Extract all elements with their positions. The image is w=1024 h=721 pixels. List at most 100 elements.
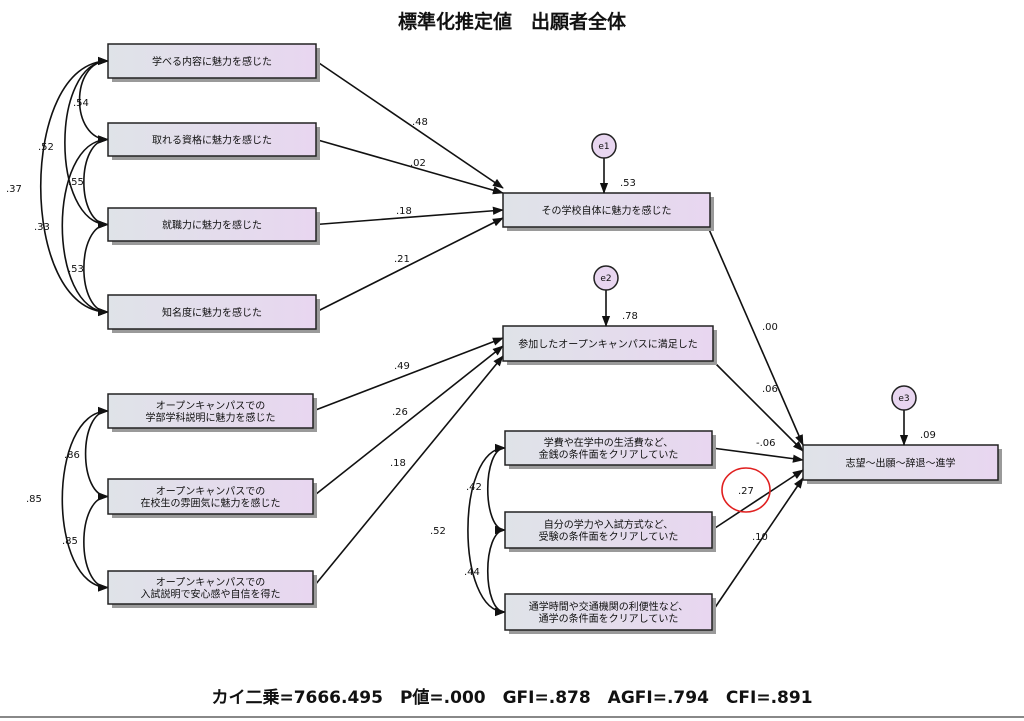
path-x3-m1: .18 [315,206,504,226]
path-x2-m1: .02 [315,138,504,195]
variable-box [107,207,317,242]
variable-label: 取れる資格に魅力を感じた [152,134,272,147]
path-coefficient: .06 [762,384,778,395]
variable-m1: その学校自体に魅力を感じた [502,192,714,231]
highlight-circle [721,467,771,513]
variable-label: 金銭の条件面をクリアしていた [539,448,679,461]
path-x7-m2: .18 [312,355,504,589]
variable-label: 学部学科説明に魅力を感じた [146,411,276,424]
variable-label: 学べる内容に魅力を感じた [152,55,272,68]
r-squared-label: .09 [920,430,936,441]
path-coefficient: .26 [392,407,408,418]
correlation-coefficient: .54 [73,98,89,109]
path-arrow [315,138,504,195]
correlation-coefficient: .42 [466,482,482,493]
error-circle [891,385,917,411]
path-coefficient: .18 [390,458,406,469]
variable-box [504,593,713,631]
variable-label: 入試説明で安心感や自信を得た [141,588,281,601]
path-arrow [315,206,504,226]
correlation-x3-x4: .53 [68,220,109,317]
path-arrow [312,355,504,589]
variable-y: 志望～出願～辞退～進学 [802,444,1002,484]
path-c1-y: -.06 [711,438,804,463]
path-arrow [312,337,504,412]
variable-label: オープンキャンパスでの [156,486,265,498]
correlation-coefficient: .86 [64,450,80,461]
variable-x1: 学べる内容に魅力を感じた [107,43,320,82]
variable-box [107,43,317,79]
r-squared-label: .78 [622,311,638,322]
correlation-coefficient: .33 [34,222,50,233]
variable-x4: 知名度に魅力を感じた [107,294,320,333]
variable-label: 参加したオープンキャンパスに満足した [518,338,697,351]
variable-box [107,294,317,330]
path-arrow [707,226,804,446]
error-e3: e3 .09 [891,385,936,446]
path-c2-y: .27 [711,467,804,531]
path-arrow [315,60,504,189]
correlation-arc [64,56,109,229]
diagram-title: 標準化推定値 出願者全体 [398,10,627,33]
variable-label: 志望～出願～辞退～進学 [846,457,956,470]
correlation-arc [486,525,506,617]
correlation-coefficient: .85 [62,536,78,547]
correlation-coefficient: .52 [38,142,54,153]
variable-layer: 学べる内容に魅力を感じた取れる資格に魅力を感じた就職力に魅力を感じた知名度に魅力… [107,43,1002,634]
correlation-layer: .54.55.53.52.33.37.86.85.85.42.44.52 [6,56,506,617]
path-coefficient: .27 [738,486,754,497]
variable-box [107,478,314,515]
variable-x3: 就職力に魅力を感じた [107,207,320,245]
variable-box [107,570,314,605]
path-m1-y: .00 [707,226,804,446]
error-e2: e2 .78 [593,265,638,327]
error-e1: e1 .53 [591,133,636,194]
correlation-x5-x7: .85 [26,406,109,592]
variable-x2: 取れる資格に魅力を感じた [107,122,320,160]
r-squared-label: .53 [620,178,636,189]
correlation-arc [40,56,109,317]
correlation-coefficient: .52 [430,526,446,537]
correlation-x2-x3: .55 [68,135,109,229]
correlation-x2-x4: .33 [34,135,109,317]
error-circle [593,265,619,291]
variable-label: その学校自体に魅力を感じた [542,204,672,217]
variable-label: 在校生の雰囲気に魅力を感じた [141,497,281,510]
correlation-x1-x4: .37 [6,56,109,317]
path-arrow [712,360,804,452]
variable-label: 就職力に魅力を感じた [162,219,262,232]
variable-label: 受験の条件面をクリアしていた [539,530,679,543]
path-arrow [312,345,504,498]
correlation-coefficient: .55 [68,177,84,188]
correlation-arc [83,492,109,592]
correlation-arc [61,406,109,592]
variable-box [502,325,714,362]
path-coefficient: .00 [762,322,778,333]
correlation-x1-x3: .52 [38,56,109,229]
error-label: e2 [600,274,611,284]
path-coefficient: .10 [752,532,768,543]
path-coefficient: .18 [396,206,412,217]
path-coefficient: .48 [412,117,428,128]
correlation-coefficient: .37 [6,184,22,195]
variable-box [504,511,713,549]
correlation-x6-x7: .85 [62,492,109,592]
error-label: e1 [598,142,609,152]
variable-label: 学費や在学中の生活費など、 [544,436,674,449]
variable-box [802,444,999,481]
path-x5-m2: .49 [312,337,504,412]
error-layer: e1 .53 e2 .78 e3 .09 [591,133,936,446]
path-coefficient: .02 [410,158,426,169]
correlation-arc [486,443,506,535]
path-arrow [711,469,804,531]
path-coefficient: -.06 [756,438,776,449]
path-arrow [711,447,804,463]
path-x4-m1: .21 [315,217,504,313]
path-x1-m1: .48 [315,60,504,189]
variable-box [502,192,711,228]
error-label: e3 [898,394,909,404]
